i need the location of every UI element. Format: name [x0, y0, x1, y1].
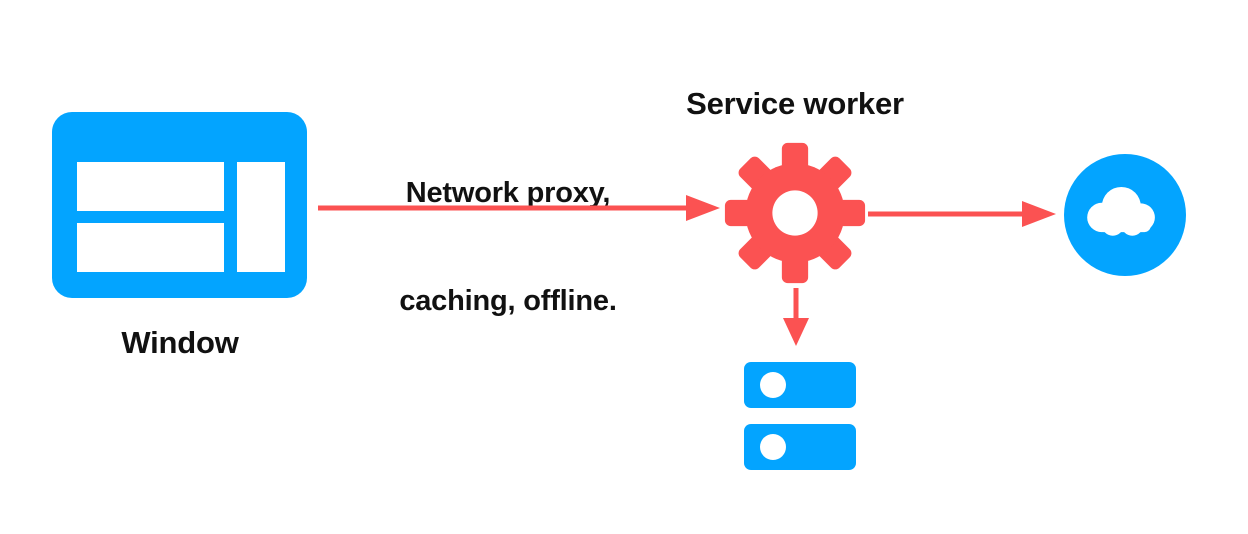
service-worker-node-label: Service worker	[686, 86, 904, 121]
window-icon-left-panels	[77, 162, 224, 272]
database-icon	[744, 362, 856, 472]
arrow-window-to-service-worker	[318, 195, 720, 221]
window-icon-bar-top	[77, 162, 224, 211]
edge-label-network-proxy: Network proxy, caching, offline.	[358, 103, 658, 391]
arrow-service-worker-to-cache	[783, 288, 809, 346]
window-icon-bar-bottom	[77, 223, 224, 272]
edge-label-line-2: caching, offline.	[399, 285, 617, 317]
gear-icon-svg	[724, 142, 866, 284]
arrow-service-worker-to-network	[868, 201, 1056, 227]
database-icon-bar-top	[744, 362, 856, 408]
browser-window-icon	[52, 112, 307, 298]
cloud-icon	[1064, 154, 1186, 276]
window-icon-side-panel	[237, 162, 285, 272]
database-icon-bar-bottom	[744, 424, 856, 470]
edge-label-line-1: Network proxy,	[405, 177, 611, 209]
window-icon-content	[77, 162, 285, 272]
gear-icon	[722, 140, 868, 286]
database-icon-dot-top	[760, 372, 786, 398]
cloud-icon-svg	[1064, 154, 1186, 276]
database-icon-dot-bottom	[760, 434, 786, 460]
window-node-label: Window	[121, 325, 239, 360]
